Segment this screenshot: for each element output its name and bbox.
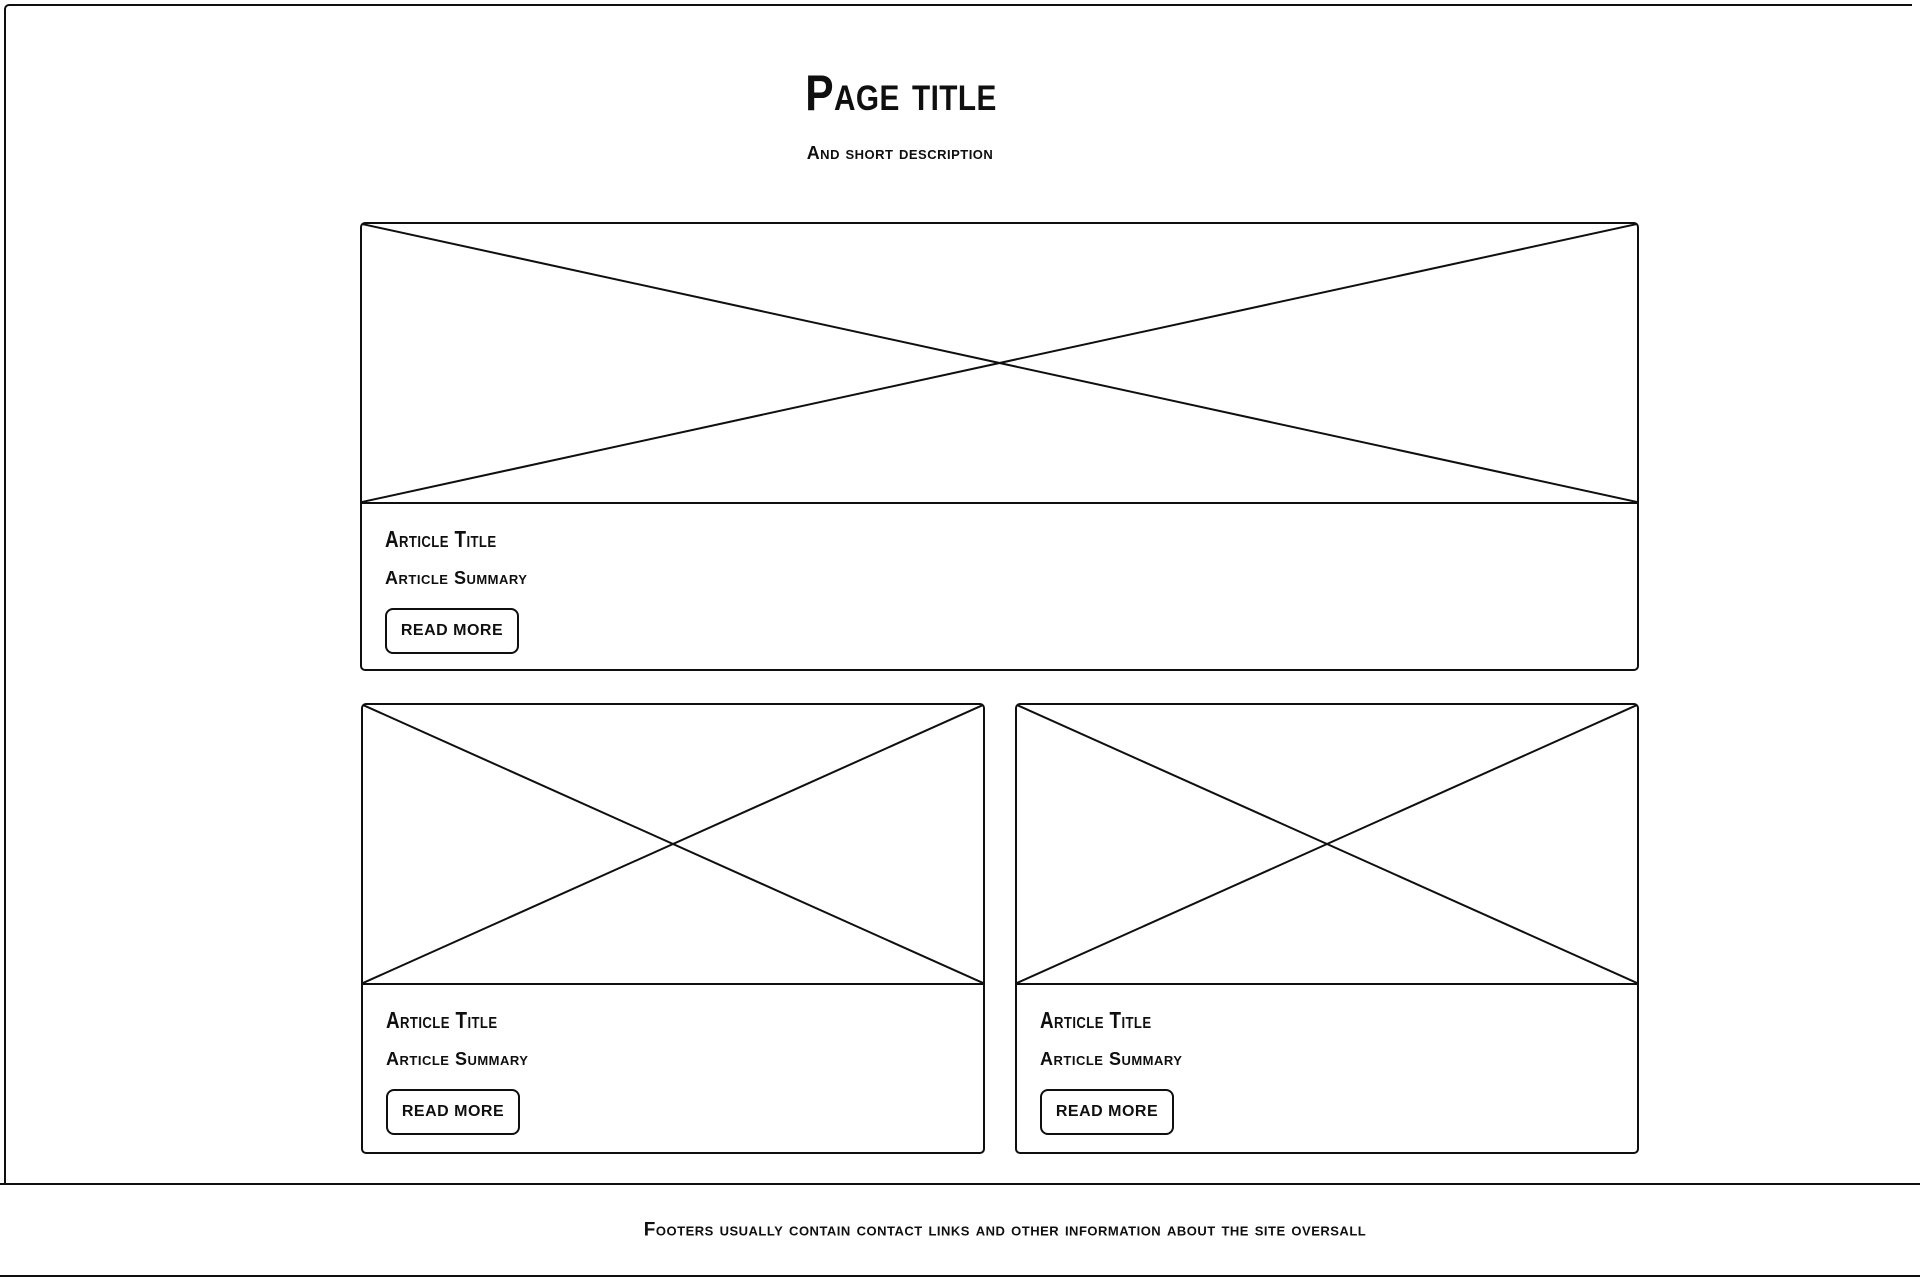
article-title: Article Title [386,1007,498,1033]
page-border [4,4,1912,1183]
page-title: Page title [788,68,1013,118]
page-subtitle-text: And short description [806,143,994,163]
article-card-featured: Article Title Article Summary READ MORE [360,222,1639,671]
article-card-right: Article Title Article Summary READ MORE [1015,703,1639,1154]
article-image-placeholder [363,705,983,985]
page-subtitle: And short description [807,144,994,162]
read-more-button[interactable]: READ MORE [386,1089,520,1135]
article-title: Article Title [1040,1007,1152,1033]
article-card-left: Article Title Article Summary READ MORE [361,703,985,1154]
article-summary: Article Summary [386,1049,529,1069]
read-more-button[interactable]: READ MORE [385,608,519,654]
article-image-placeholder [1017,705,1637,985]
image-x-icon [1017,705,1637,983]
page-footer: Footers usually contain contact links an… [0,1183,1920,1277]
article-summary: Article Summary [385,568,528,588]
image-x-icon [363,705,983,983]
article-summary: Article Summary [1040,1049,1183,1069]
article-title: Article Title [385,526,497,552]
read-more-button[interactable]: READ MORE [1040,1089,1174,1135]
footer-text: Footers usually contain contact links an… [643,1219,1367,1241]
page-title-text: Page title [805,65,997,121]
image-x-icon [362,224,1637,502]
article-image-placeholder [362,224,1637,504]
